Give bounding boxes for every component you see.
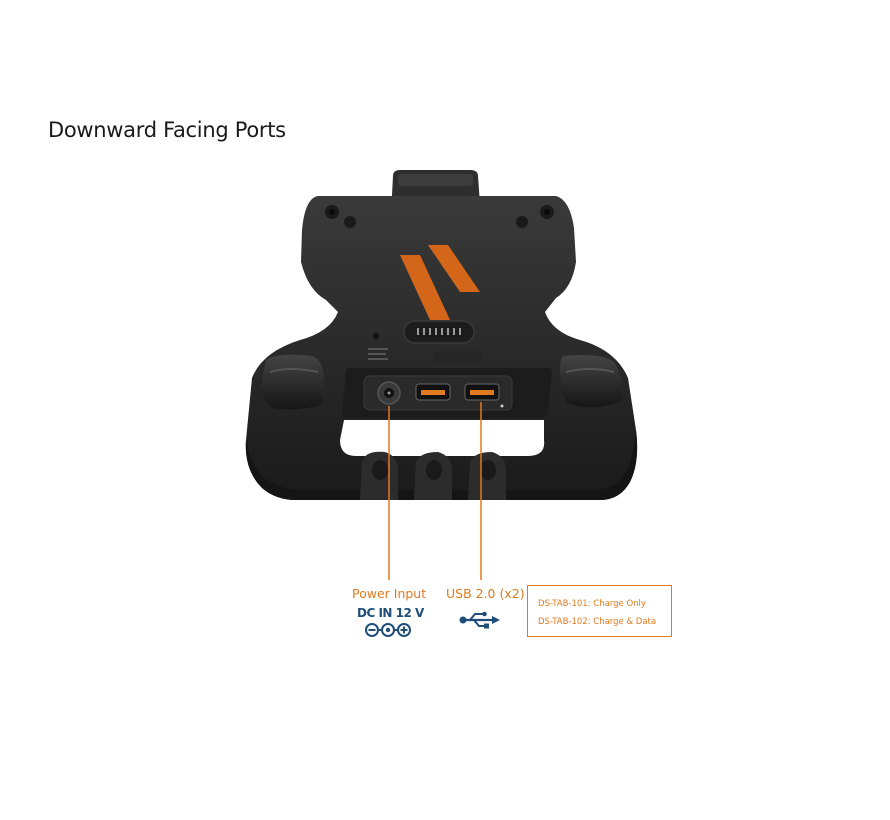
usb-label: USB 2.0 (x2) (446, 586, 525, 601)
brand-stripe-icon (400, 255, 450, 320)
variant-charge-data: DS-TAB-102: Charge & Data (538, 617, 657, 627)
power-input-label: Power Input (352, 586, 427, 601)
variant-charge-only: DS-TAB-101: Charge Only (538, 599, 646, 609)
finger-grips (360, 451, 506, 500)
usb-icon (459, 611, 500, 629)
handle-opening (340, 420, 545, 456)
dc-polarity-icon (365, 623, 411, 637)
dc-spec-label: DC IN 12 V (357, 606, 424, 620)
brand-stripe-icon (428, 245, 480, 292)
variant-info-box: DS-TAB-101: Charge Only DS-TAB-102: Char… (527, 585, 672, 637)
pogo-connector (403, 320, 475, 344)
page-title: Downward Facing Ports (48, 118, 286, 142)
